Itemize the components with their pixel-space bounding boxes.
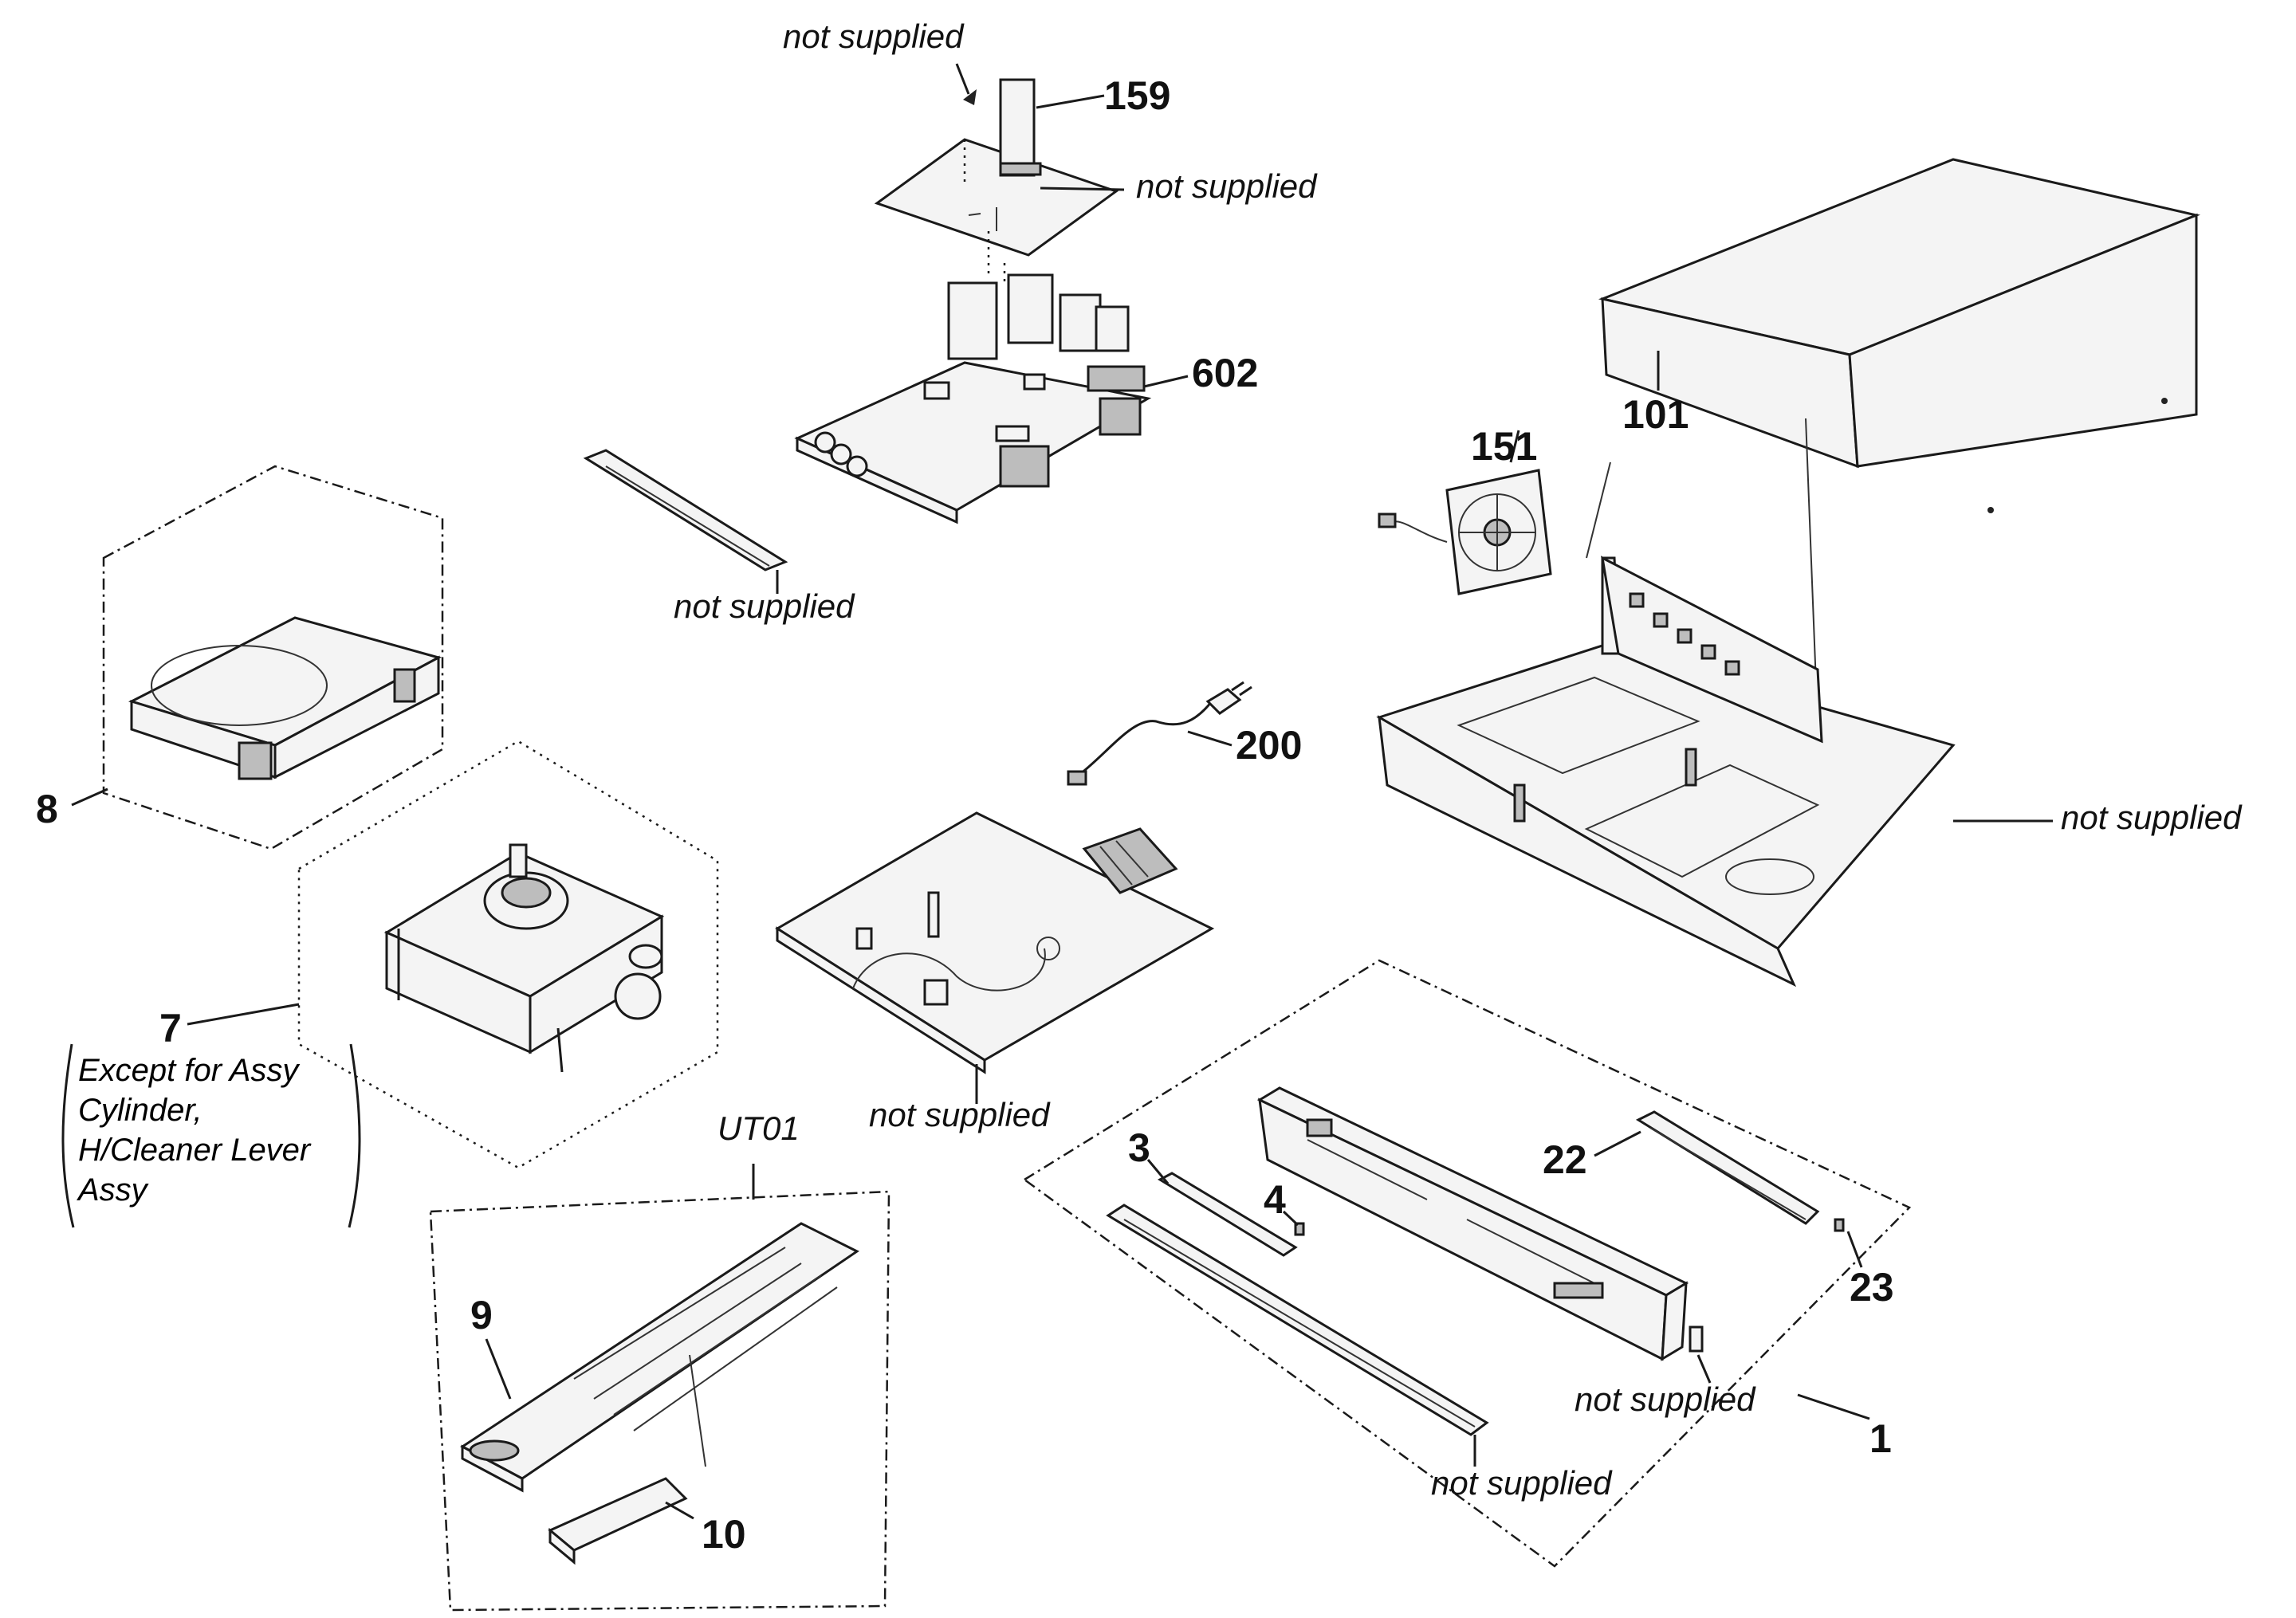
remote-box [429, 1164, 890, 1612]
power-board [775, 811, 1215, 1074]
label-22: 22 [1543, 1137, 1587, 1182]
note-7-line1: Except for Assy [78, 1053, 299, 1088]
label-not-supplied-power-board: not supplied [869, 1096, 1050, 1133]
label-ut01: UT01 [718, 1109, 800, 1147]
leader-151 [1509, 430, 1520, 463]
label-10: 10 [702, 1512, 746, 1557]
leader-602 [1143, 375, 1189, 388]
screw-23 [1834, 1218, 1845, 1232]
leader-1 [1797, 1393, 1870, 1420]
bracket-22 [1635, 1110, 1820, 1225]
front-panel-1 [1256, 1086, 1704, 1361]
leader-ns-board-top [1040, 187, 1125, 191]
not-supplied-pointer-top [955, 63, 977, 105]
leader-3 [1146, 1159, 1170, 1184]
label-not-supplied-chassis: not supplied [2061, 799, 2242, 836]
label-1: 1 [1869, 1416, 1892, 1461]
label-not-supplied-board-top: not supplied [1136, 167, 1317, 205]
leader-23 [1846, 1231, 1863, 1268]
leader-9 [485, 1338, 512, 1400]
cover-to-chassis-line-b [1586, 461, 1611, 559]
label-7: 7 [159, 1006, 182, 1051]
label-159: 159 [1104, 73, 1171, 118]
leader-4 [1282, 1210, 1299, 1227]
battery-cover-10 [548, 1354, 706, 1565]
part-4 [1294, 1222, 1305, 1236]
chassis [1376, 556, 1956, 988]
leader-7 [187, 1003, 300, 1026]
leader-159 [1036, 94, 1105, 109]
note-7-line3: H/Cleaner Lever [78, 1133, 311, 1168]
power-cord-200 [1067, 681, 1252, 786]
front-strip [1106, 1204, 1489, 1436]
leader-ns-front-bracket [1696, 1354, 1712, 1384]
main-board-602 [794, 263, 1152, 524]
note-7-line4: Assy [78, 1172, 147, 1208]
label-23: 23 [1850, 1265, 1894, 1310]
bracket-7-left [61, 1043, 75, 1228]
label-9: 9 [470, 1293, 493, 1337]
leader-200 [1187, 730, 1233, 747]
leader-10 [665, 1501, 694, 1520]
front-panel-box [1022, 959, 1912, 1568]
fan-151 [1378, 469, 1552, 595]
top-cover-101 [1598, 158, 2200, 513]
label-4: 4 [1264, 1177, 1286, 1222]
note-7-box: Except for Assy Cylinder, H/Cleaner Leve… [78, 1051, 310, 1210]
leader-8 [71, 787, 108, 807]
label-not-supplied-top: not supplied [783, 18, 964, 55]
label-3: 3 [1128, 1125, 1150, 1170]
leader-22 [1594, 1130, 1641, 1157]
label-602: 602 [1192, 351, 1259, 395]
label-101: 101 [1622, 392, 1689, 437]
bracket-7-right [348, 1043, 361, 1228]
rail-bracket [583, 449, 788, 571]
disc-drive-8 [102, 465, 444, 850]
mechanism-7 [297, 740, 719, 1169]
top-sub-board [874, 78, 1119, 279]
label-151: 151 [1471, 424, 1538, 469]
label-200: 200 [1236, 723, 1303, 768]
remote-9 [460, 1222, 859, 1493]
label-not-supplied-rail: not supplied [674, 587, 855, 625]
label-not-supplied-front-bracket: not supplied [1575, 1380, 1755, 1418]
label-8: 8 [36, 787, 58, 831]
label-not-supplied-front-strip: not supplied [1431, 1464, 1612, 1502]
bracket-3 [1157, 1172, 1298, 1257]
note-7-line2: Cylinder, [78, 1093, 202, 1128]
